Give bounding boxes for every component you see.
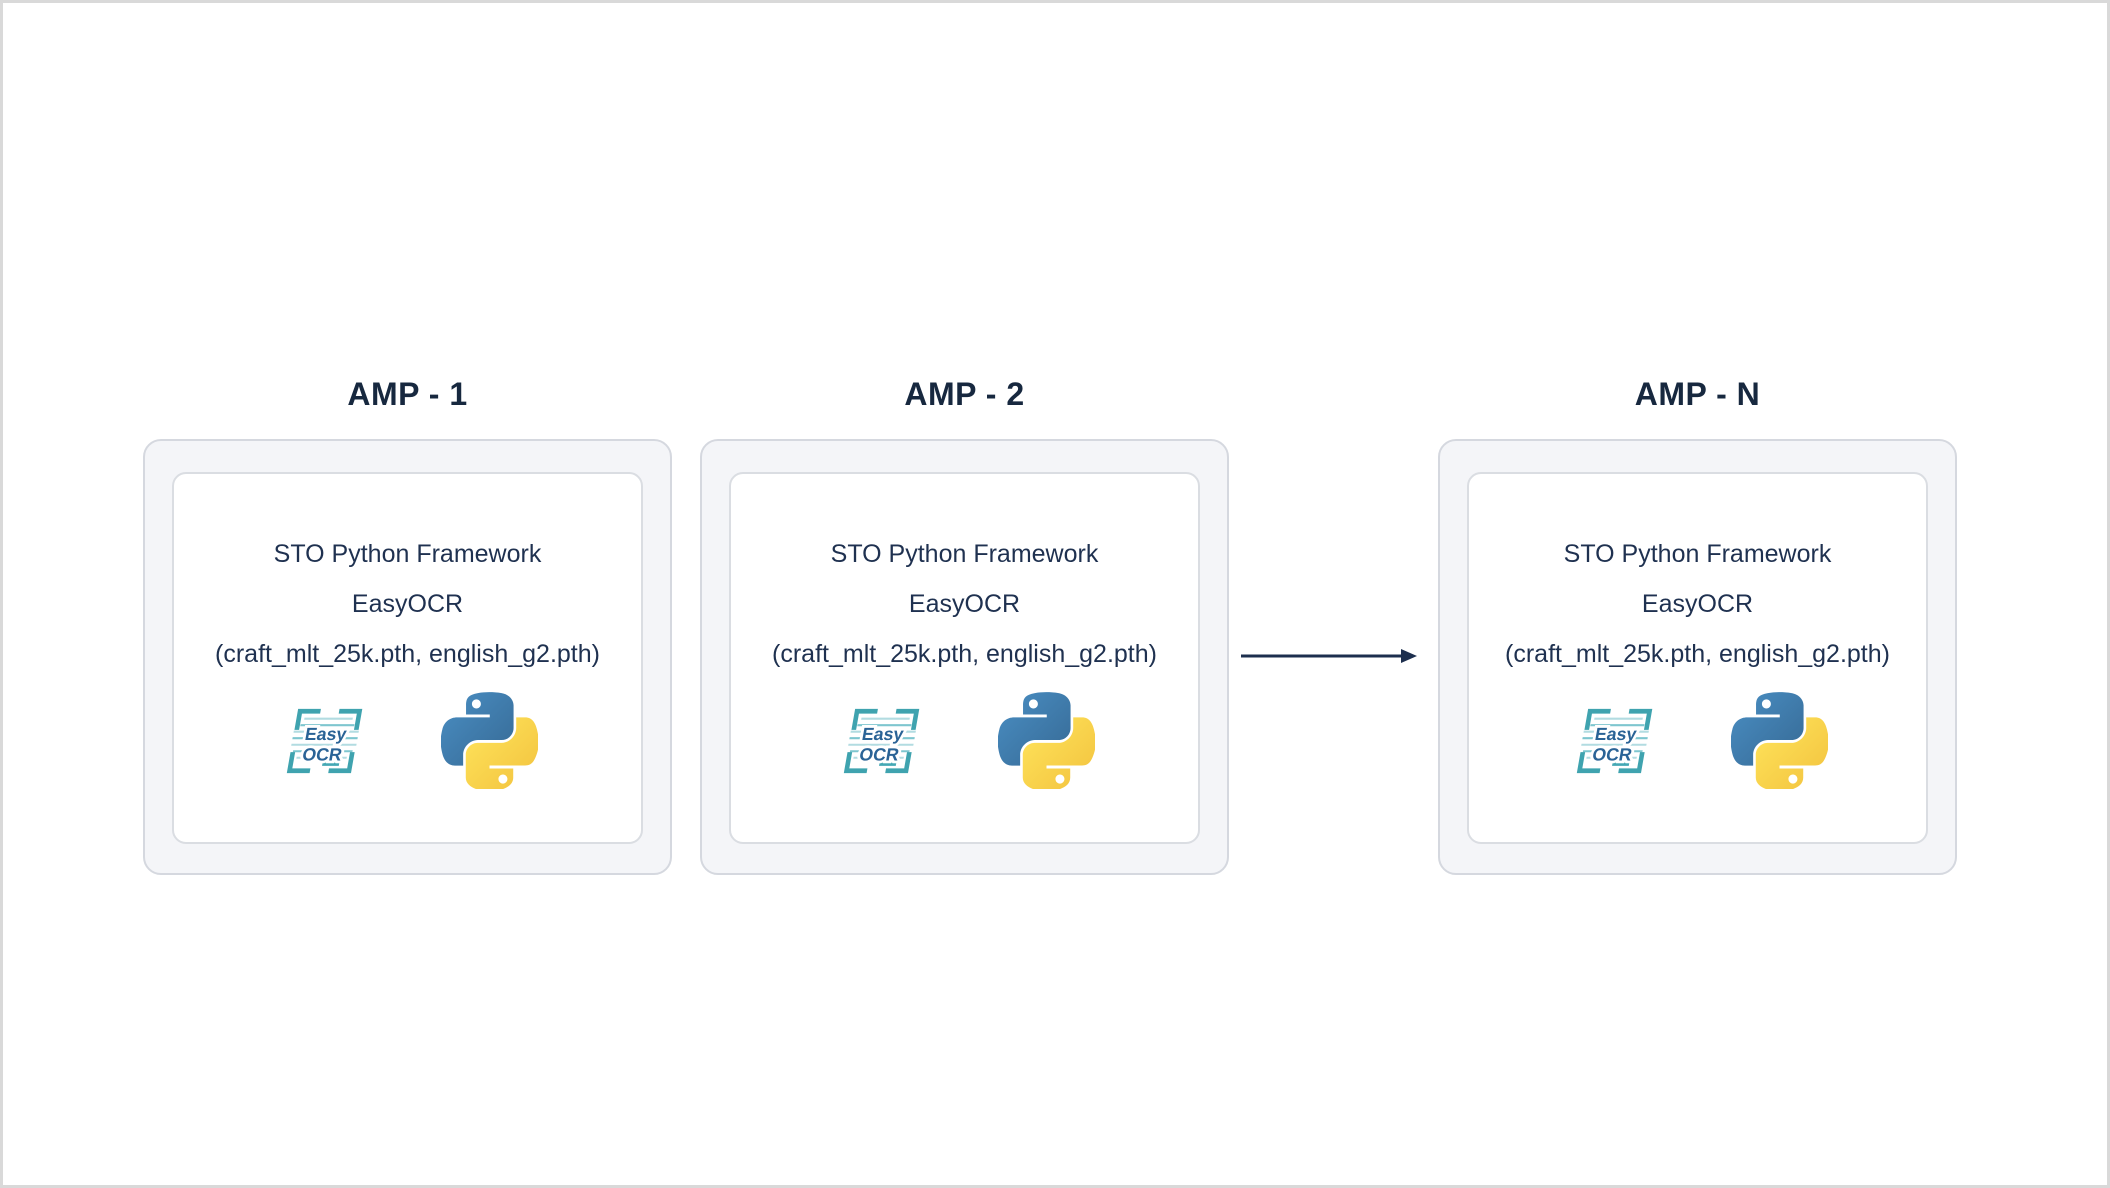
python-icon xyxy=(1730,692,1828,789)
amp-2-inner-card: STO Python Framework EasyOCR (craft_mlt_… xyxy=(729,472,1200,844)
easyocr-icon-text-line1: Easy xyxy=(860,724,905,744)
framework-label: STO Python Framework xyxy=(273,539,542,568)
easyocr-icon: Easy OCR xyxy=(843,708,919,773)
amp-1-inner-card: STO Python Framework EasyOCR (craft_mlt_… xyxy=(172,472,643,844)
arrow-connector xyxy=(1241,649,1417,663)
easyocr-icon: Easy OCR xyxy=(286,708,362,773)
amp-n-title: AMP - N xyxy=(1634,376,1761,412)
framework-label: STO Python Framework xyxy=(830,539,1099,568)
amp-1-outer-card: STO Python Framework EasyOCR (craft_mlt_… xyxy=(143,439,672,875)
amp-n-outer-card: STO Python Framework EasyOCR (craft_mlt_… xyxy=(1438,439,1957,875)
amp-2-outer-card: STO Python Framework EasyOCR (craft_mlt_… xyxy=(700,439,1229,875)
easyocr-icon-text-line1: Easy xyxy=(1593,724,1638,744)
amp-1-title: AMP - 1 xyxy=(347,376,468,412)
model-files-label: (craft_mlt_25k.pth, english_g2.pth) xyxy=(1505,639,1890,668)
icon-row: Easy OCR xyxy=(278,692,538,789)
amp-1-group: AMP - 1 STO Python Framework EasyOCR (cr… xyxy=(143,373,672,875)
amp-2-title: AMP - 2 xyxy=(904,376,1025,412)
easyocr-icon-text-line2: OCR xyxy=(300,744,343,764)
amp-2-group: AMP - 2 STO Python Framework EasyOCR (cr… xyxy=(700,373,1229,875)
engine-label: EasyOCR xyxy=(351,589,464,618)
easyocr-icon-text-line2: OCR xyxy=(857,744,900,764)
easyocr-icon: Easy OCR xyxy=(1576,708,1652,773)
model-files-label: (craft_mlt_25k.pth, english_g2.pth) xyxy=(215,639,600,668)
easyocr-icon-text-line2: OCR xyxy=(1590,744,1633,764)
python-icon xyxy=(440,692,538,789)
python-icon xyxy=(997,692,1095,789)
model-files-label: (craft_mlt_25k.pth, english_g2.pth) xyxy=(772,639,1157,668)
engine-label: EasyOCR xyxy=(908,589,1021,618)
icon-row: Easy OCR xyxy=(835,692,1095,789)
engine-label: EasyOCR xyxy=(1641,589,1754,618)
amp-n-group: AMP - N STO Python Framework EasyOCR (cr… xyxy=(1438,373,1957,875)
icon-row: Easy OCR xyxy=(1568,692,1828,789)
amp-n-inner-card: STO Python Framework EasyOCR (craft_mlt_… xyxy=(1467,472,1928,844)
framework-label: STO Python Framework xyxy=(1563,539,1832,568)
easyocr-icon-text-line1: Easy xyxy=(303,724,348,744)
